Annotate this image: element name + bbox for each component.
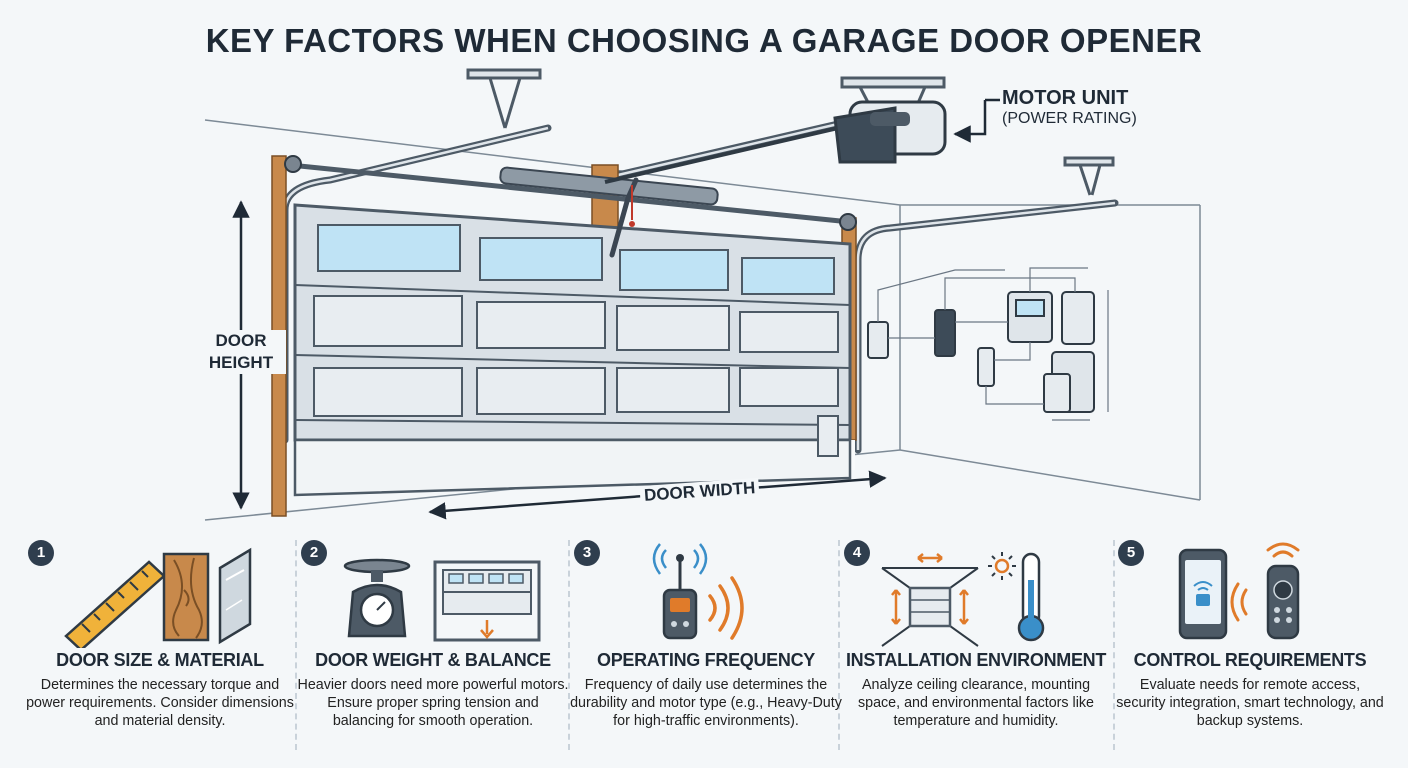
power-rating-label: (POWER RATING) xyxy=(1002,110,1137,127)
factor-description: Frequency of daily use determines the du… xyxy=(570,677,842,729)
scale-icon xyxy=(343,558,411,638)
factor-number-badge: 3 xyxy=(574,540,600,566)
factor-description: Determines the necessary torque and powe… xyxy=(26,677,294,729)
factor-heading: OPERATING FREQUENCY xyxy=(597,650,815,670)
divider xyxy=(1113,540,1115,750)
garage-door-illustration xyxy=(204,68,1201,521)
factor-description: Heavier doors need more powerful motors.… xyxy=(297,677,569,729)
motor-unit-icon xyxy=(833,100,947,164)
torsion-spring-icon xyxy=(499,166,719,206)
motor-unit-title: MOTOR UNIT xyxy=(1002,87,1129,109)
factor-description: Analyze ceiling clearance, mounting spac… xyxy=(857,677,1095,729)
motor-unit-label: MOTOR UNIT (POWER RATING) xyxy=(1002,87,1137,128)
factor-heading: INSTALLATION ENVIRONMENT xyxy=(845,650,1107,670)
remote-signal-icon xyxy=(652,543,744,640)
factor-2-icons xyxy=(343,558,541,642)
factor-heading: CONTROL REQUIREMENTS xyxy=(1133,650,1367,670)
divider xyxy=(568,540,570,750)
wall-control-panels xyxy=(867,291,1095,413)
sun-icon xyxy=(988,552,1016,580)
factor-number-badge: 1 xyxy=(28,540,54,566)
thermometer-icon xyxy=(1017,552,1045,642)
factor-description: Evaluate needs for remote access, securi… xyxy=(1116,677,1384,729)
factor-3-icons xyxy=(652,543,744,640)
remote-control-icon xyxy=(1230,542,1300,640)
door-arm xyxy=(609,177,639,258)
factor-heading: DOOR SIZE & MATERIAL xyxy=(56,650,264,670)
factor-4-icons xyxy=(881,552,1045,647)
metal-panel-icon xyxy=(218,547,252,645)
divider xyxy=(295,540,297,750)
ruler-icon xyxy=(64,560,166,648)
factor-5-icons xyxy=(1178,542,1300,640)
ceiling-bracket-left xyxy=(466,68,542,129)
factor-number-badge: 4 xyxy=(844,540,870,566)
smartphone-icon xyxy=(1178,548,1228,640)
wood-plank-icon xyxy=(162,552,210,642)
clearance-icon xyxy=(881,553,979,647)
divider xyxy=(838,540,840,750)
ceiling-bracket-side xyxy=(1063,156,1115,196)
factor-number-badge: 2 xyxy=(301,540,327,566)
garage-door-panels xyxy=(293,203,855,497)
garage-door-icon xyxy=(433,560,541,642)
factor-number-badge: 5 xyxy=(1118,540,1144,566)
page-title: KEY FACTORS WHEN CHOOSING A GARAGE DOOR … xyxy=(205,22,1203,59)
factor-heading: DOOR WEIGHT & BALANCE xyxy=(315,650,551,670)
factor-1-icons xyxy=(64,547,252,648)
